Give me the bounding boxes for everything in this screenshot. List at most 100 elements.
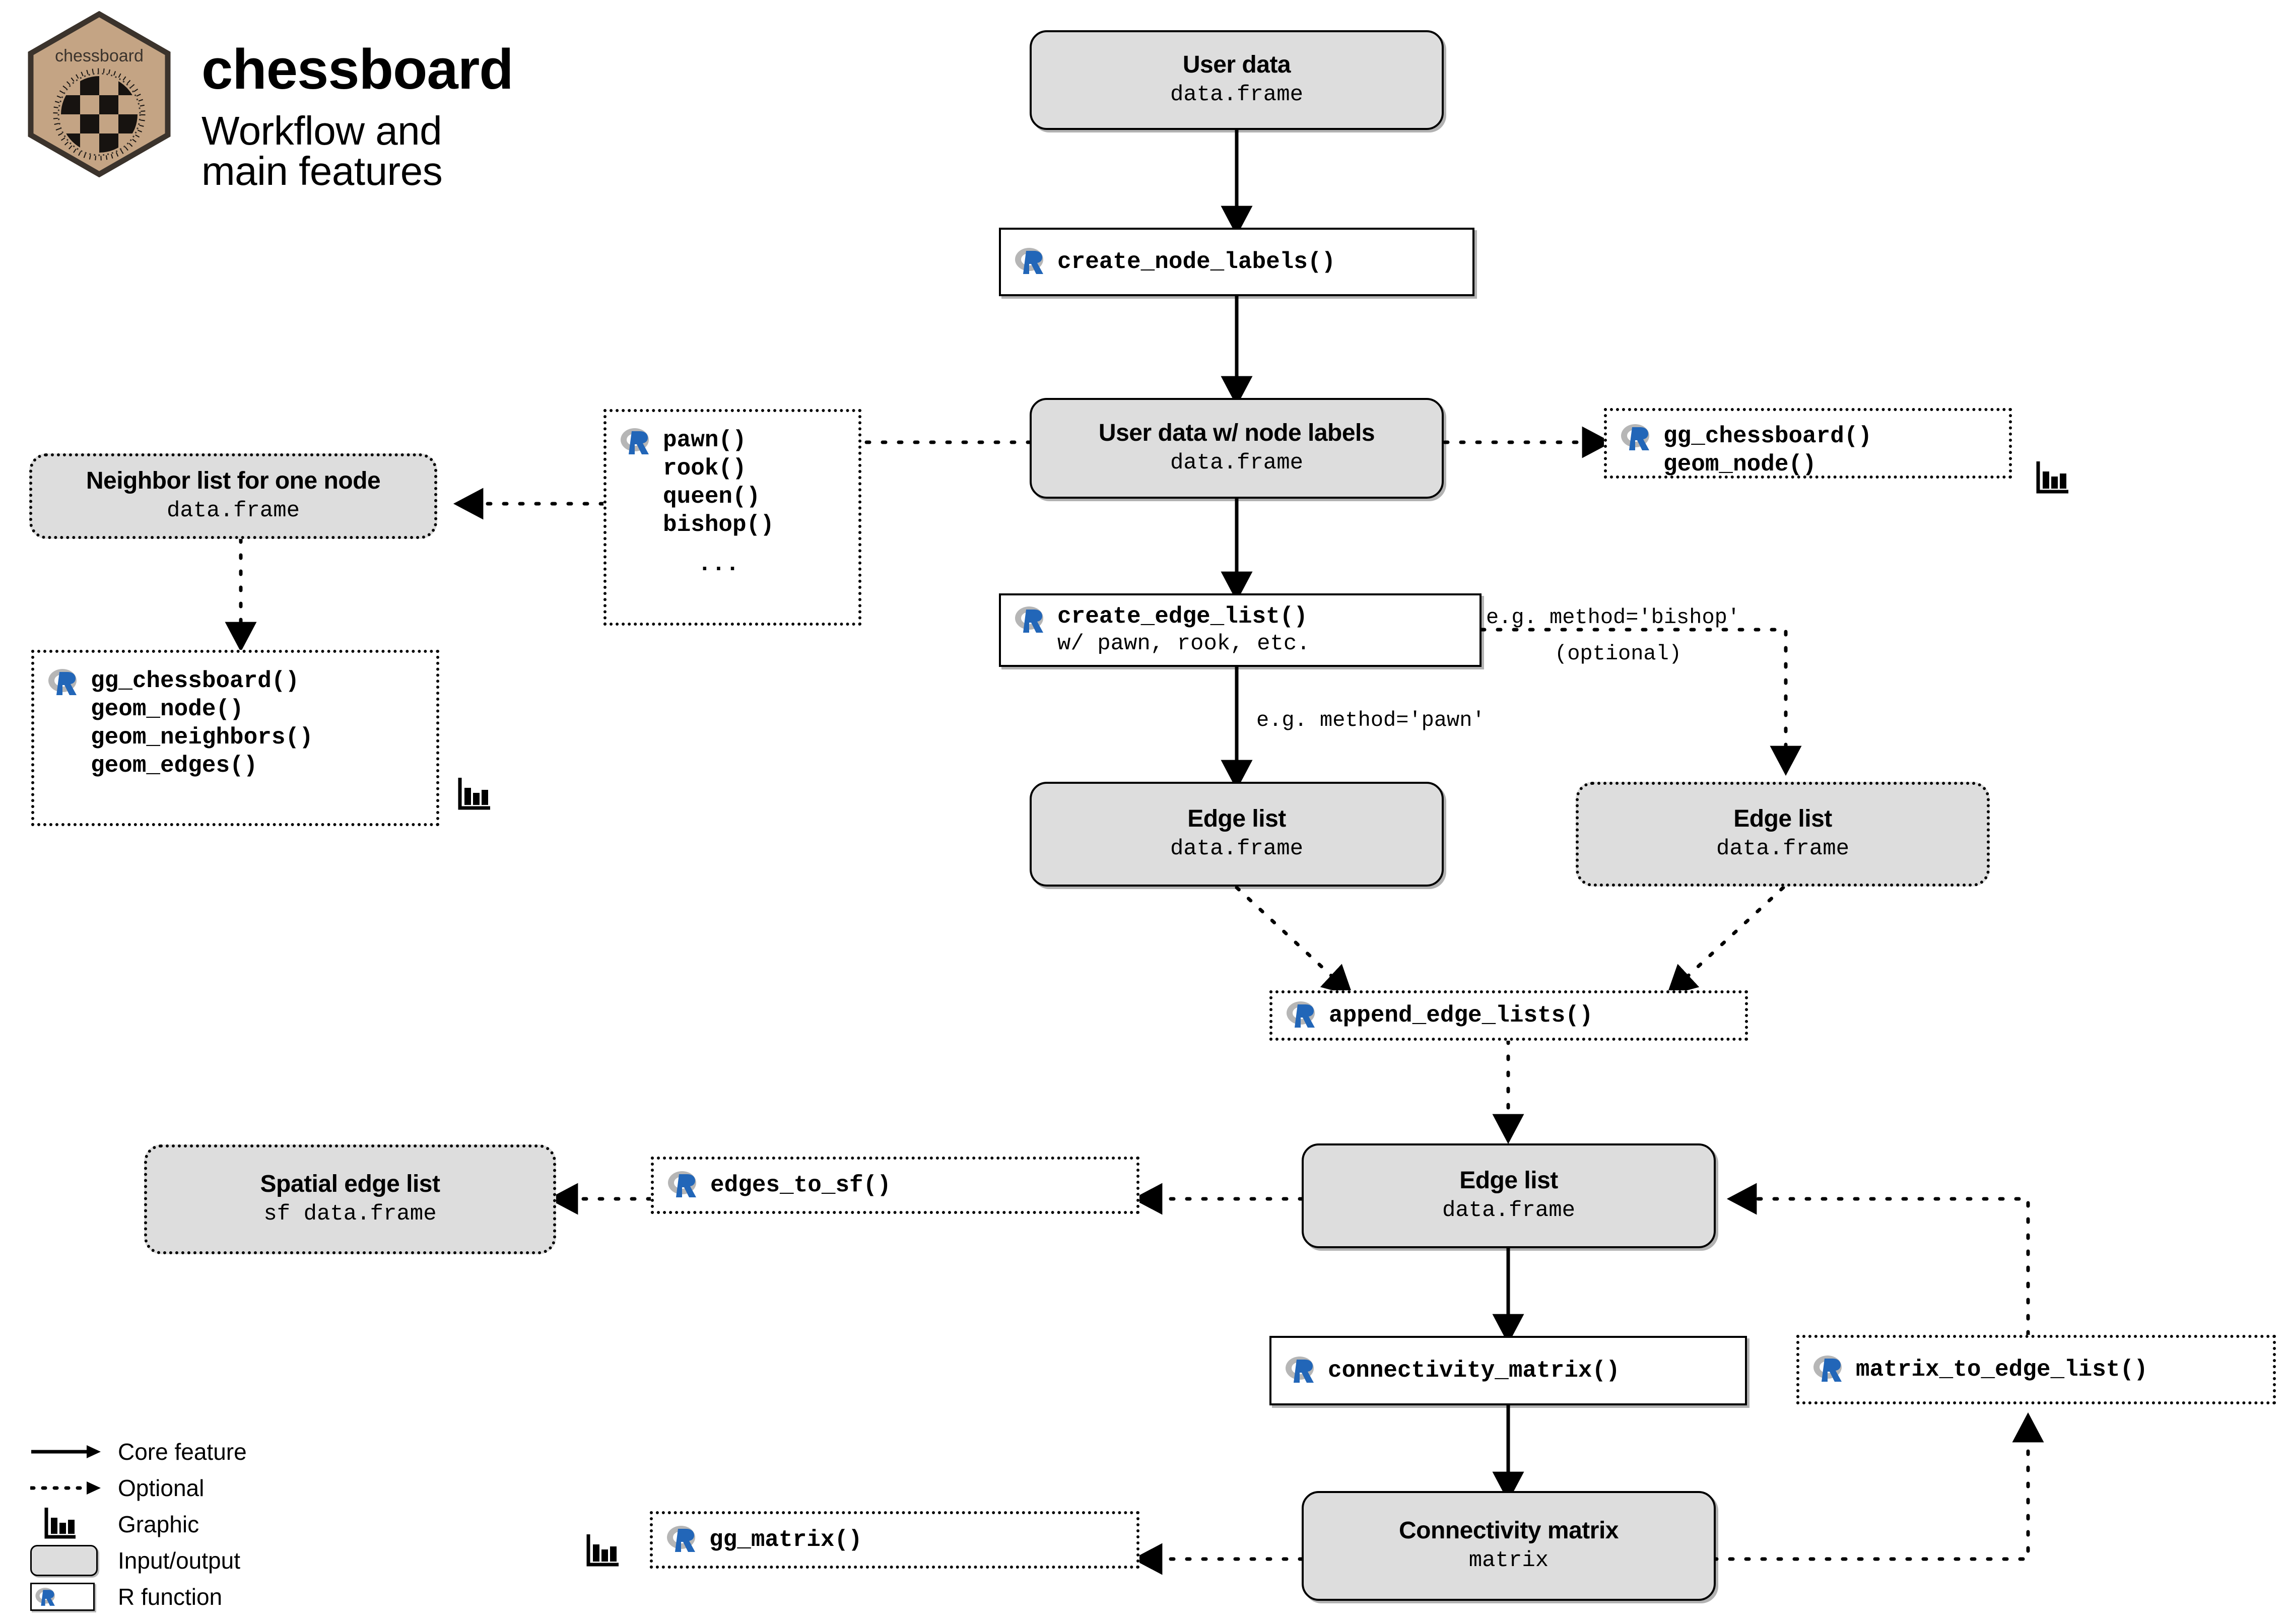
node-matrix-to-edge-list[interactable]: matrix_to_edge_list() (1796, 1335, 2276, 1404)
node-gg-chessboard-node[interactable]: gg_chessboard() geom_node() (1604, 408, 2012, 479)
r-logo-icon (1620, 422, 1652, 455)
legend-label: Optional (118, 1475, 205, 1501)
node-user-data-with-node-labels[interactable]: User data w/ node labels data.frame (1030, 398, 1444, 499)
node-edges-to-sf[interactable]: edges_to_sf() (651, 1157, 1139, 1214)
fn-line-gg-chessboard: gg_chessboard() (91, 668, 300, 694)
node-title: Connectivity matrix (1399, 1517, 1619, 1544)
legend: Core feature Optional Graphic (30, 1435, 247, 1616)
r-logo-icon (1014, 604, 1046, 637)
bar-chart-icon (30, 1507, 106, 1542)
edge-label-pawn-method: e.g. method='pawn' (1256, 708, 1485, 732)
node-subtitle: data.frame (1716, 836, 1850, 862)
r-logo-icon (666, 1524, 698, 1557)
node-subtitle: data.frame (1170, 82, 1304, 108)
node-body: gg_chessboard() geom_node() (1663, 422, 1872, 479)
node-edge-list-bishop[interactable]: Edge list data.frame (1576, 782, 1990, 887)
node-body: create_node_labels() (1057, 248, 1335, 276)
title-block: chessboard Workflow and main features (201, 38, 514, 193)
fn-line-rook: rook() (663, 455, 747, 482)
node-edge-list-pawn[interactable]: Edge list data.frame (1030, 782, 1444, 887)
node-subtitle: data.frame (1170, 450, 1304, 476)
node-body: append_edge_lists() (1329, 1001, 1593, 1030)
node-append-edge-lists[interactable]: append_edge_lists() (1269, 990, 1748, 1041)
node-body: gg_chessboard() geom_node() geom_neighbo… (91, 667, 313, 780)
fn-line-geom-neighbors: geom_neighbors() (91, 724, 313, 751)
fn-line-ellipsis: ... (698, 551, 739, 578)
node-title: User data (1182, 51, 1291, 79)
node-piece-functions[interactable]: pawn() rook() queen() bishop() ... (603, 409, 861, 626)
arrow-connectivitymatrix-to-matrixtoedgelist (1712, 1412, 2044, 1561)
fn-line-geom-node: geom_node() (1663, 451, 1816, 478)
node-body: connectivity_matrix() (1328, 1357, 1620, 1385)
fn-line-bishop: bishop() (663, 512, 774, 538)
node-subtitle: sf data.frame (263, 1201, 437, 1227)
node-spatial-edge-list[interactable]: Spatial edge list sf data.frame (144, 1144, 556, 1254)
node-body: create_edge_list() w/ pawn, rook, etc. (1057, 602, 1310, 658)
legend-item-core-feature: Core feature (30, 1435, 247, 1469)
r-logo-icon (1812, 1354, 1845, 1386)
node-connectivity-matrix-fn[interactable]: connectivity_matrix() (1269, 1336, 1747, 1405)
node-label: gg_matrix() (709, 1526, 862, 1553)
node-edge-list-main[interactable]: Edge list data.frame (1302, 1143, 1716, 1248)
bar-chart-icon (584, 1532, 622, 1572)
r-logo-icon (620, 426, 652, 459)
legend-item-r-function: R function (30, 1580, 247, 1614)
node-create-node-labels[interactable]: create_node_labels() (999, 228, 1474, 296)
arrow-edgelistpawn-to-appendedgelists (1235, 886, 1353, 996)
dotted-arrow-icon (30, 1479, 106, 1497)
node-label: connectivity_matrix() (1328, 1357, 1620, 1384)
node-connectivity-matrix[interactable]: Connectivity matrix matrix (1302, 1491, 1716, 1601)
solid-arrow-icon (30, 1443, 106, 1461)
node-body: matrix_to_edge_list() (1856, 1356, 2148, 1384)
fn-line-geom-edges: geom_edges() (91, 753, 258, 779)
legend-item-input-output: Input/output (30, 1543, 247, 1578)
page-title: chessboard (201, 38, 514, 101)
legend-label: Core feature (118, 1439, 247, 1465)
r-logo-icon (1014, 246, 1046, 279)
r-function-swatch-box (30, 1583, 95, 1611)
node-gg-matrix[interactable]: gg_matrix() (650, 1511, 1139, 1569)
node-body: gg_matrix() (709, 1526, 862, 1554)
legend-item-optional: Optional (30, 1471, 247, 1505)
node-body: edges_to_sf() (710, 1171, 891, 1199)
node-subtitle: data.frame (1442, 1198, 1576, 1224)
r-logo-icon (667, 1169, 699, 1202)
node-body: pawn() rook() queen() bishop() ... (663, 426, 774, 579)
node-title: User data w/ node labels (1098, 420, 1375, 447)
r-logo-icon (47, 667, 80, 700)
legend-label: Graphic (118, 1511, 199, 1537)
node-title: Neighbor list for one node (86, 467, 381, 495)
node-label: create_edge_list() (1057, 603, 1308, 630)
fn-line-pawn: pawn() (663, 427, 747, 453)
edge-label-bishop-optional: (optional) (1555, 642, 1682, 666)
node-label: append_edge_lists() (1329, 1002, 1593, 1029)
legend-label: R function (118, 1584, 223, 1610)
node-label: matrix_to_edge_list() (1856, 1356, 2148, 1383)
fn-line-queen: queen() (663, 484, 761, 510)
fn-line-geom-node: geom_node() (91, 696, 244, 723)
bar-chart-icon (2034, 459, 2071, 499)
node-label: create_node_labels() (1057, 248, 1336, 275)
r-logo-icon (1285, 1355, 1317, 1387)
node-title: Edge list (1187, 805, 1286, 833)
node-gg-chessboard-neighbors[interactable]: gg_chessboard() geom_node() geom_neighbo… (31, 650, 439, 826)
chessboard-hex-logo: chessboard (26, 11, 172, 180)
node-title: Edge list (1459, 1167, 1558, 1194)
node-user-data[interactable]: User data data.frame (1030, 30, 1444, 130)
legend-label: Input/output (118, 1547, 240, 1574)
page-subtitle: Workflow and main features (201, 108, 443, 193)
legend-item-graphic: Graphic (30, 1507, 247, 1541)
node-subtitle: data.frame (166, 498, 300, 524)
node-subtitle: matrix (1468, 1548, 1549, 1574)
r-logo-icon (1286, 999, 1318, 1032)
io-swatch-box (30, 1545, 98, 1576)
edge-label-bishop-method: e.g. method='bishop' (1486, 605, 1740, 630)
r-logo-icon (35, 1588, 55, 1606)
node-neighbor-list[interactable]: Neighbor list for one node data.frame (29, 453, 437, 539)
node-subtitle: data.frame (1170, 836, 1304, 862)
fn-line-gg-chessboard: gg_chessboard() (1663, 423, 1872, 449)
arrow-matrixtoedgelist-to-edgelistmain (1726, 1183, 2030, 1337)
node-title: Edge list (1733, 805, 1832, 833)
node-create-edge-list[interactable]: create_edge_list() w/ pawn, rook, etc. (999, 593, 1482, 667)
